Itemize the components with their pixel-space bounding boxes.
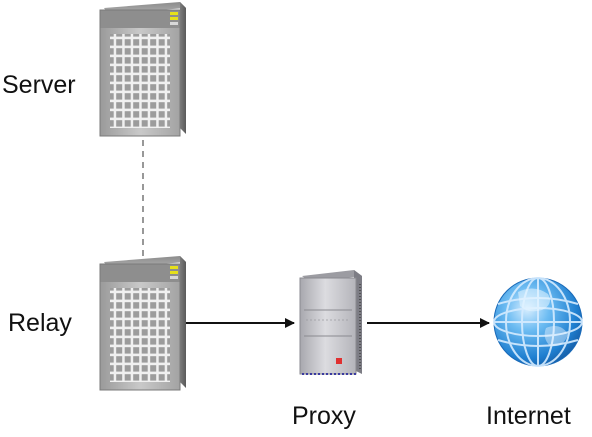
proxy-device-icon [299, 270, 362, 375]
server-node[interactable] [99, 2, 186, 137]
globe-icon [493, 277, 583, 367]
proxy-node[interactable] [299, 270, 362, 375]
internet-label: Internet [486, 402, 571, 430]
relay-label: Relay [8, 309, 72, 337]
server-icon [99, 2, 186, 137]
server-label: Server [2, 71, 76, 99]
relay-node[interactable] [99, 256, 186, 391]
proxy-label: Proxy [292, 402, 356, 430]
internet-node[interactable] [493, 277, 583, 367]
relay-server-icon [99, 256, 186, 391]
